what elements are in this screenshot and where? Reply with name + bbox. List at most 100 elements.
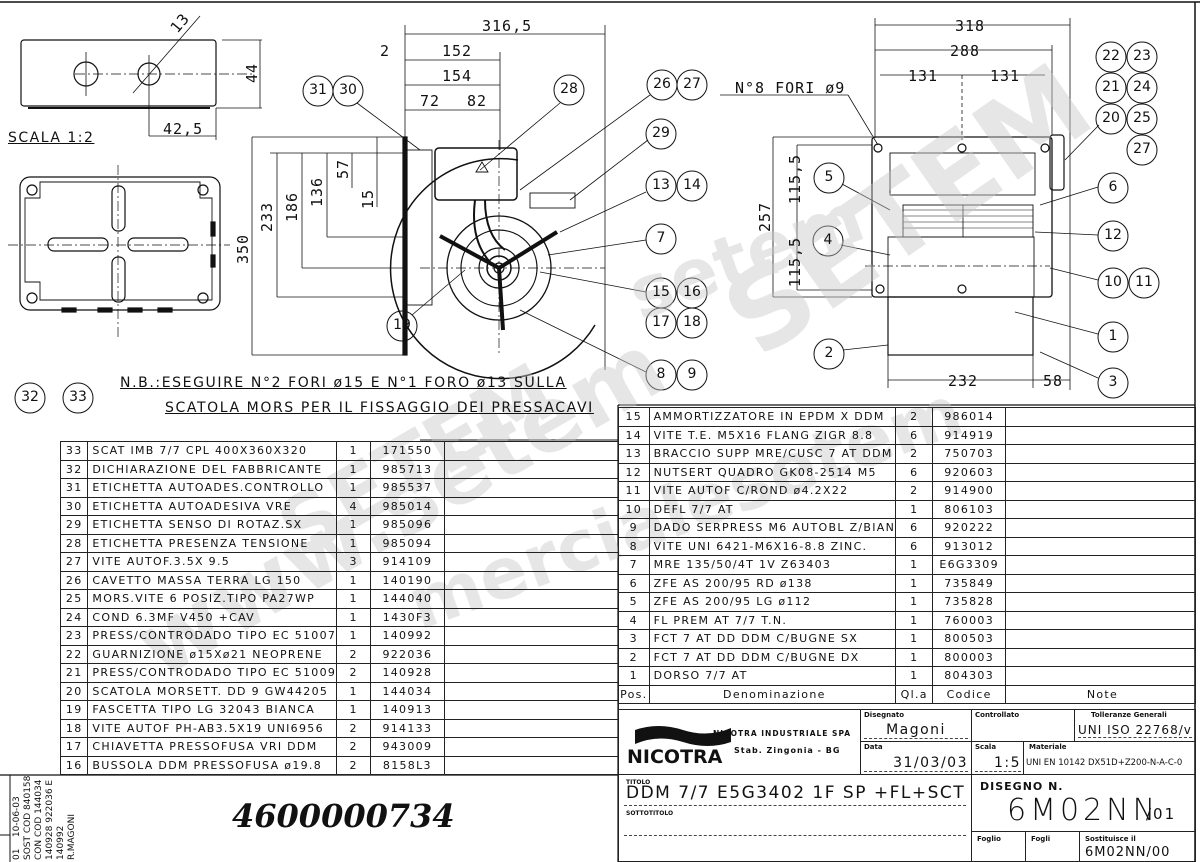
bom-cell-qty: 1	[895, 610, 934, 630]
bom-cell-desc: FASCETTA TIPO LG 32043 BIANCA	[87, 700, 338, 720]
bom-cell-code: 804303	[932, 666, 1006, 686]
balloon-4: 4	[823, 232, 833, 248]
bom-cell-qty: 2	[336, 644, 372, 664]
date-value: 31/03/03	[864, 755, 968, 772]
balloon-27: 27	[1133, 141, 1151, 157]
bom-cell-desc: COND 6.3MF V450 +CAV	[87, 607, 338, 627]
title-block-company: NICOTRA NICOTRA INDUSTRIALE SPA Stab. Zi…	[618, 709, 861, 775]
bom-header-code: Codice	[932, 684, 1006, 704]
company-site: Stab. Zingonia - BG	[734, 746, 841, 755]
bom-cell-desc: DEFL 7/7 AT	[648, 499, 897, 519]
bom-cell-notes	[443, 700, 620, 720]
bom-cell-desc: FCT 7 AT DD DDM C/BUGNE DX	[648, 647, 897, 667]
title-block-replaces: Sostituisce il 6M02NN/00	[1079, 831, 1196, 862]
bom-cell-notes	[443, 663, 620, 683]
bom-cell-qty: 2	[895, 481, 934, 501]
balloon-32: 32	[21, 389, 39, 405]
bom-cell-qty: 4	[336, 496, 372, 516]
balloon-23: 23	[1133, 48, 1151, 64]
bom-cell-qty: 1	[895, 592, 934, 612]
bom-cell-notes	[443, 478, 620, 498]
bom-cell-qty: 1	[336, 700, 372, 720]
bom-cell-notes	[1004, 462, 1197, 482]
bom-cell-qty: 1	[336, 589, 372, 609]
balloon-8: 8	[656, 366, 666, 382]
dim-318: 318	[955, 17, 986, 35]
balloon-17: 17	[652, 314, 670, 330]
dim-257: 257	[756, 201, 775, 233]
bom-cell-code: 913012	[932, 536, 1006, 556]
balloon-14: 14	[683, 177, 701, 193]
dim-131-right: 131	[990, 67, 1021, 85]
bom-cell-code: 140992	[370, 626, 445, 646]
bom-cell-code: E6G3309	[932, 555, 1006, 575]
bom-cell-notes	[443, 718, 620, 738]
title-label: TITOLO	[626, 779, 651, 786]
bom-cell-code: 985014	[370, 496, 445, 516]
dim-115-5-bottom: 115,5	[786, 236, 805, 288]
bom-cell-qty: 2	[336, 718, 372, 738]
bom-cell-pos: 30	[59, 496, 89, 516]
checked-label: Controllato	[975, 711, 1020, 719]
title-block-sheet: Foglio	[971, 831, 1026, 862]
bom-cell-qty: 1	[895, 647, 934, 667]
bom-cell-qty: 1	[336, 533, 372, 553]
bom-cell-notes	[1004, 629, 1197, 649]
bom-cell-code: 806103	[932, 499, 1006, 519]
title-block-tolerance: Tolleranze Generali UNI ISO 22768/v	[1074, 709, 1196, 742]
balloon-12: 12	[1104, 227, 1122, 243]
bom-cell-pos: 32	[59, 459, 89, 479]
bom-cell-qty: 1	[336, 681, 372, 701]
bom-cell-desc: DICHIARAZIONE DEL FABBRICANTE	[87, 459, 338, 479]
dim-115-5-top: 115,5	[786, 153, 805, 205]
dim-57: 57	[334, 158, 353, 180]
material-label: Materiale	[1029, 743, 1067, 751]
bom-cell-notes	[1004, 444, 1197, 464]
bom-cell-code: 140928	[370, 663, 445, 683]
balloon-15: 15	[652, 284, 670, 300]
balloon-10: 10	[1104, 274, 1122, 290]
bom-cell-notes	[443, 533, 620, 553]
dim-316-5: 316,5	[482, 17, 533, 35]
bom-cell-pos: 15	[618, 407, 650, 427]
balloon-25: 25	[1133, 110, 1151, 126]
bom-cell-pos: 18	[59, 718, 89, 738]
bom-cell-code: 144034	[370, 681, 445, 701]
bom-cell-desc: SCATOLA MORSETT. DD 9 GW44205	[87, 681, 338, 701]
bom-cell-desc: DADO SERPRESS M6 AUTOBL Z/BIAN	[648, 518, 897, 538]
bom-cell-desc: SCAT IMB 7/7 CPL 400X360X320	[87, 441, 338, 461]
balloon-27: 27	[683, 76, 701, 92]
bom-cell-pos: 28	[59, 533, 89, 553]
bom-cell-pos: 8	[618, 536, 650, 556]
bom-cell-qty: 1	[336, 607, 372, 627]
balloon-29: 29	[652, 125, 670, 141]
bom-cell-qty: 2	[895, 444, 934, 464]
balloon-6: 6	[1108, 179, 1118, 195]
bom-cell-desc: CAVETTO MASSA TERRA LG 150	[87, 570, 338, 590]
bom-cell-code: 943009	[370, 737, 445, 757]
bom-cell-pos: 31	[59, 478, 89, 498]
dim-height-44: 44	[243, 62, 262, 84]
replaces-label: Sostituisce il	[1085, 835, 1136, 843]
bom-cell-code: 985537	[370, 478, 445, 498]
bom-cell-pos: 24	[59, 607, 89, 627]
bom-cell-desc: DORSO 7/7 AT	[648, 666, 897, 686]
title-block-scale: Scala 1:5	[971, 741, 1024, 775]
title-block-drawn: Disegnato Magoni	[860, 709, 972, 742]
bom-cell-qty: 1	[895, 499, 934, 519]
dim-15: 15	[359, 188, 378, 210]
bom-cell-pos: 14	[618, 425, 650, 445]
revision-line-1: SOST COD 840158	[23, 775, 33, 860]
bom-cell-qty: 6	[895, 425, 934, 445]
